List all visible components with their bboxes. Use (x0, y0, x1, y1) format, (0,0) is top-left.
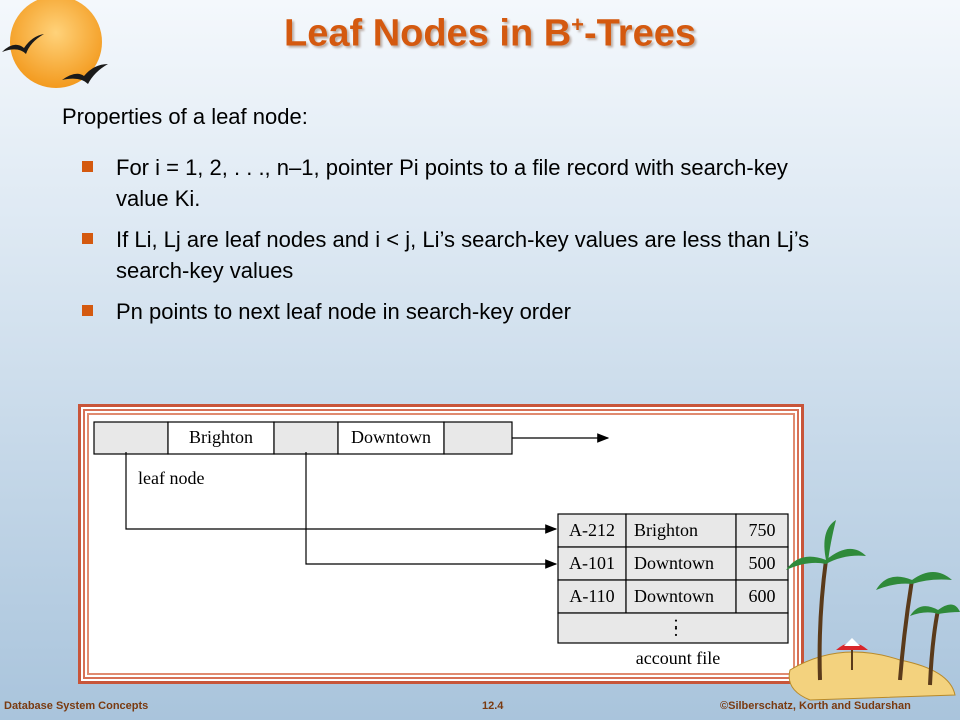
file-ellipsis-2: : (673, 620, 678, 640)
bullet-item: If Li, Lj are leaf nodes and i < j, Li’s… (80, 224, 840, 286)
record-account: A-212 (569, 520, 615, 540)
leaf-key-2: Downtown (351, 427, 431, 447)
square-bullet-icon (82, 233, 93, 244)
bullet-item: For i = 1, 2, . . ., n–1, pointer Pi poi… (80, 152, 840, 214)
pointer-p2 (305, 452, 558, 569)
record-branch: Brighton (634, 520, 698, 540)
slide-title: Leaf Nodes in B+-Trees (284, 12, 696, 55)
record-branch: Downtown (634, 553, 714, 573)
sun-logo-icon (2, 0, 108, 88)
pointer-p1 (125, 452, 558, 534)
bullet-text: If Li, Lj are leaf nodes and i < j, Li’s… (116, 227, 810, 283)
account-file-label: account file (636, 648, 720, 668)
leaf-node-label: leaf node (138, 468, 204, 488)
bullet-item: Pn points to next leaf node in search-ke… (80, 296, 840, 327)
footer-page-number: 12.4 (482, 700, 504, 712)
footer-course: Database System Concepts (4, 700, 149, 712)
leaf-node-diagram: Brighton Downtown leaf node A-212 Bright… (93, 421, 789, 668)
file-ellipsis: : (673, 612, 678, 632)
leaf-node (93, 421, 513, 455)
square-bullet-icon (82, 305, 93, 316)
record-balance: 750 (749, 520, 776, 540)
record-balance: 600 (749, 586, 776, 606)
bullet-text: Pn points to next leaf node in search-ke… (116, 299, 571, 324)
square-bullet-icon (82, 161, 93, 172)
record-account: A-110 (569, 586, 614, 606)
record-account: A-101 (569, 553, 615, 573)
account-file (557, 513, 789, 644)
palm-trees-icon (786, 520, 960, 701)
bullet-text: For i = 1, 2, . . ., n–1, pointer Pi poi… (116, 155, 788, 211)
bullet-list: For i = 1, 2, . . ., n–1, pointer Pi poi… (80, 152, 840, 337)
record-branch: Downtown (634, 586, 714, 606)
leaf-key-1: Brighton (189, 427, 253, 447)
record-balance: 500 (749, 553, 776, 573)
footer-copyright: ©Silberschatz, Korth and Sudarshan (720, 700, 911, 712)
lead-text: Properties of a leaf node: (62, 104, 308, 129)
